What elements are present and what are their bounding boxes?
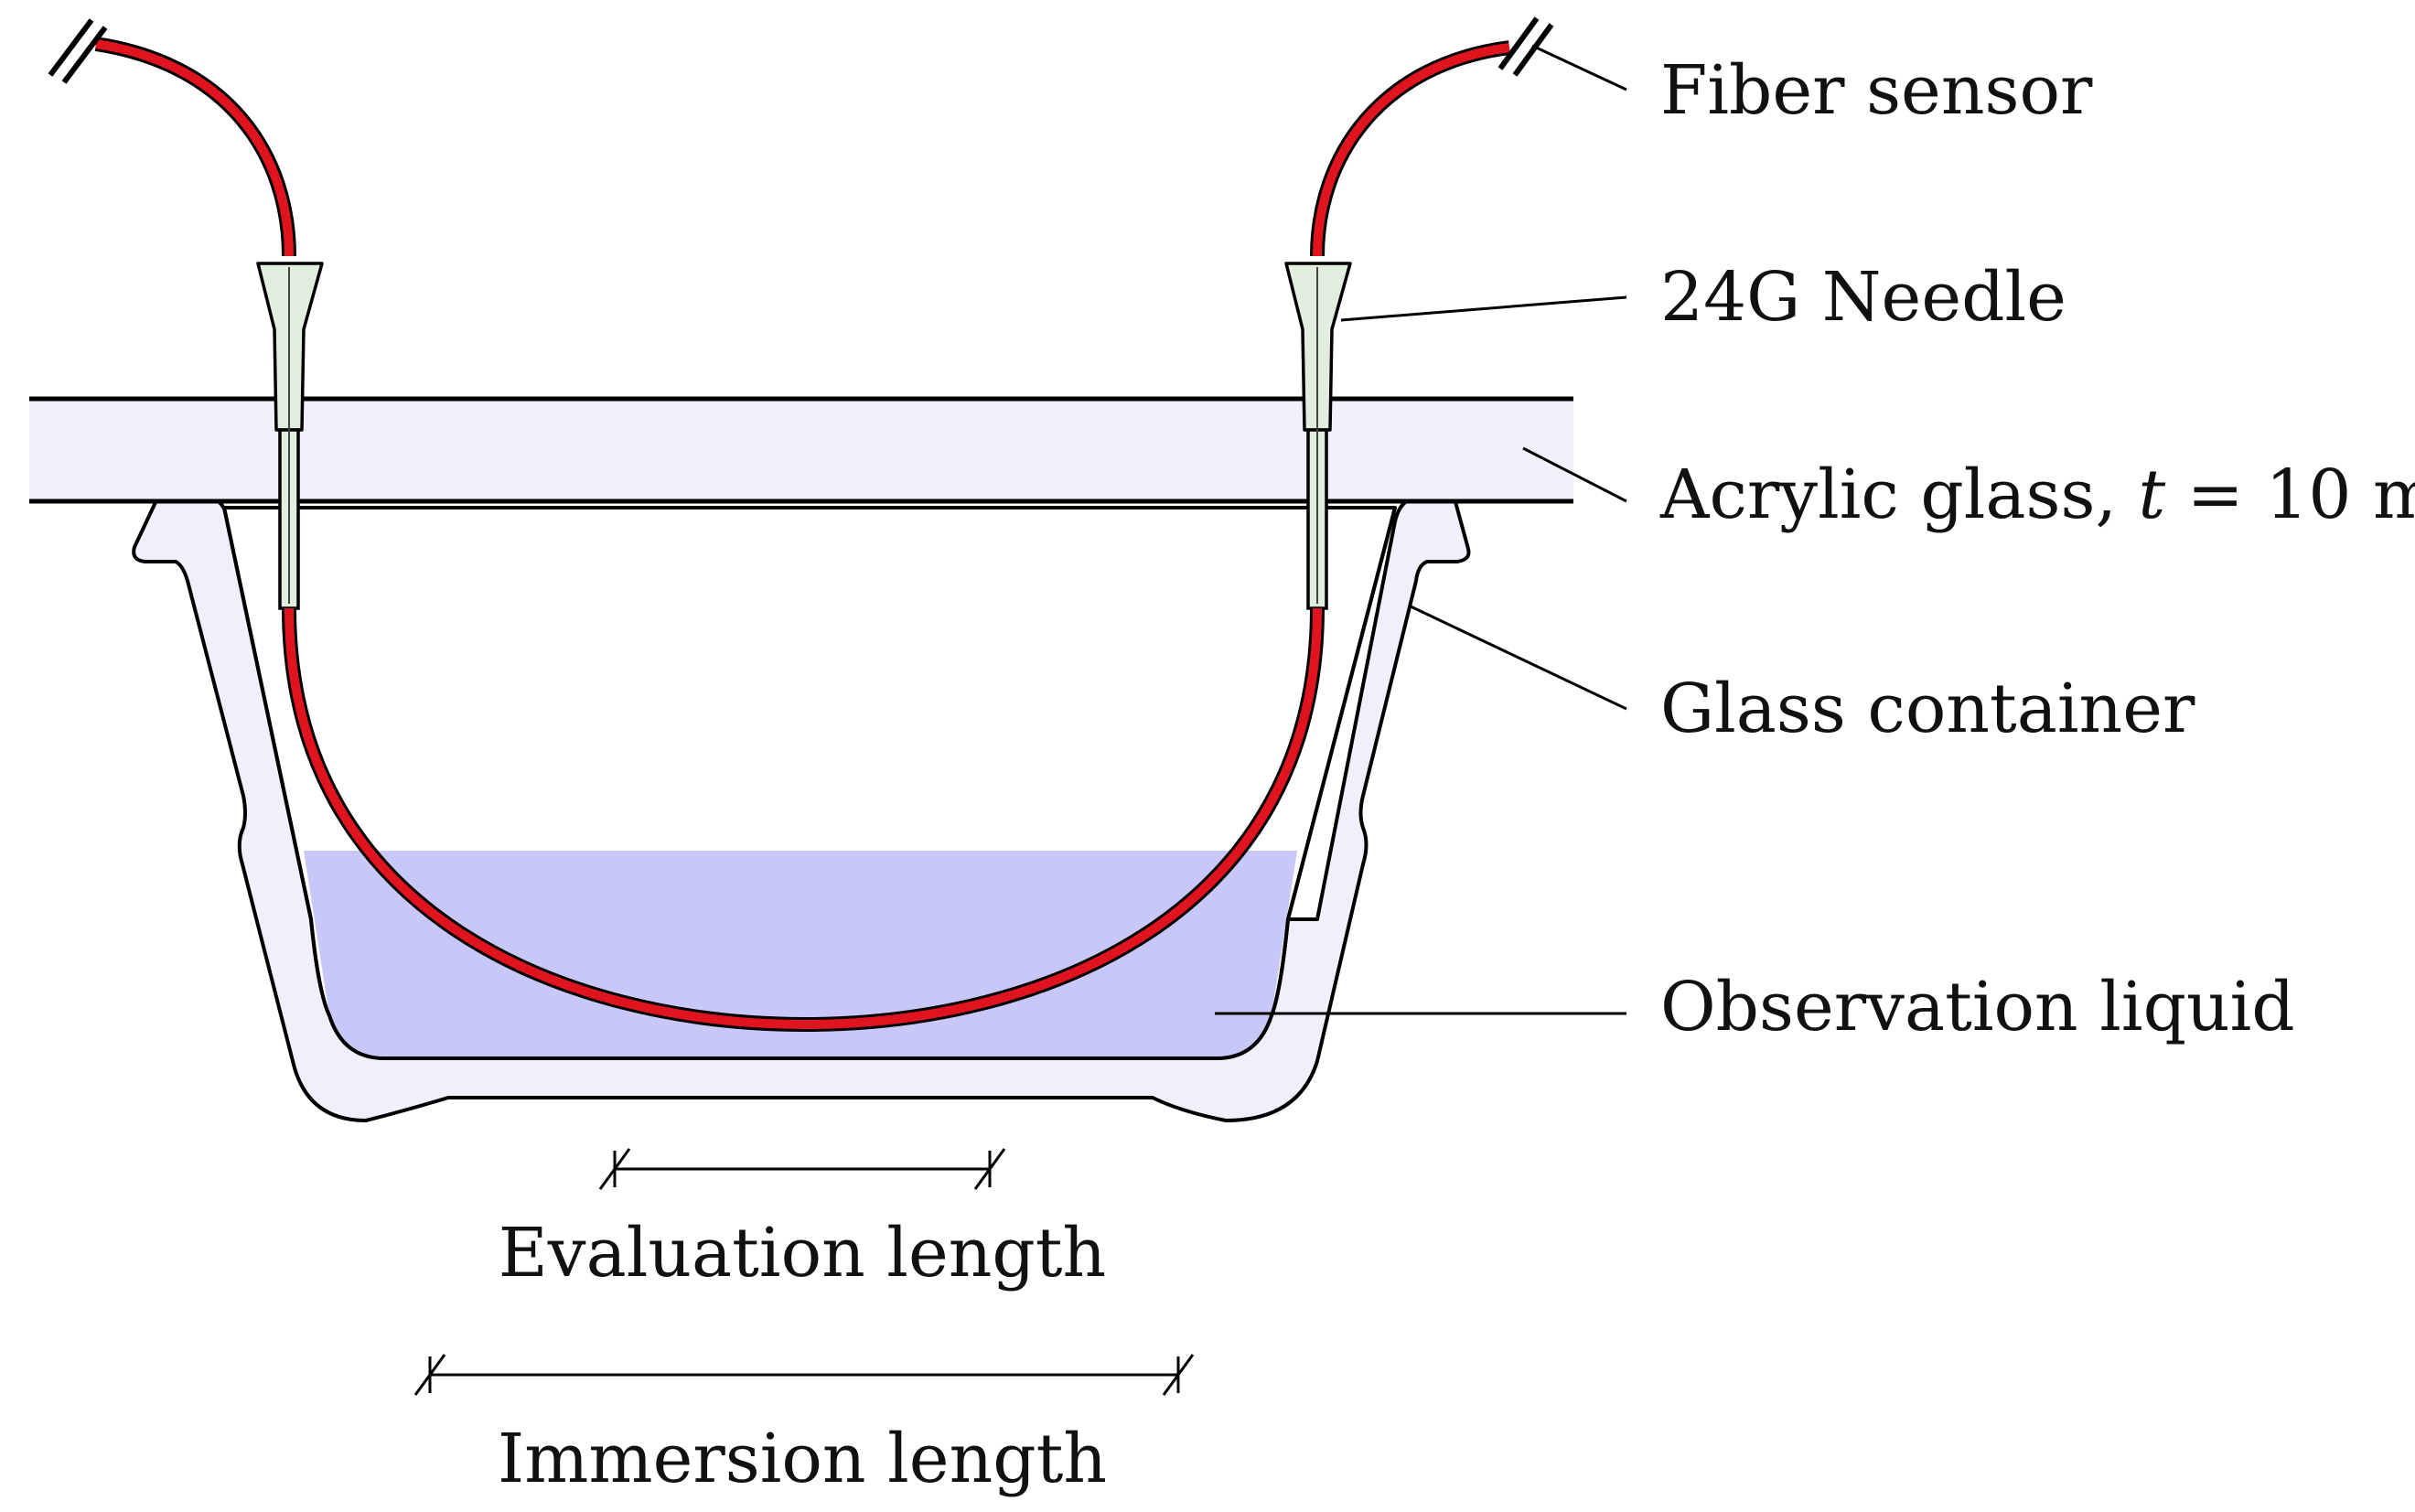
acrylic-glass-plate <box>29 399 1573 501</box>
leader-fiber-sensor <box>1531 44 1627 91</box>
label-immersion-length: Immersion length <box>498 1420 1107 1498</box>
label-fiber-sensor: Fiber sensor <box>1660 51 2093 130</box>
evaluation-length-dimension <box>598 1148 1006 1190</box>
fiber-lead-right <box>1313 43 1510 257</box>
fiber-lead-left <box>95 39 294 257</box>
fiber-sensor <box>48 16 1554 1033</box>
immersion-length-dimension <box>413 1354 1195 1396</box>
leader-glass-container <box>1408 604 1627 711</box>
label-acrylic-thickness-var: t <box>2139 456 2166 534</box>
label-acrylic-glass: Acrylic glass, t = 10 mm <box>1659 456 2415 534</box>
needle-right <box>1284 262 1352 610</box>
label-needle: 24G Needle <box>1660 258 2066 337</box>
label-acrylic-prefix: Acrylic glass, <box>1659 456 2139 534</box>
glass-container-inner-outline <box>222 507 1397 1060</box>
fiber-loop <box>284 607 1322 1030</box>
leader-needle <box>1340 295 1627 322</box>
label-glass-container: Glass container <box>1660 670 2195 748</box>
fiber-break-mark-left <box>48 18 108 84</box>
observation-liquid <box>304 851 1297 1058</box>
label-evaluation-length: Evaluation length <box>499 1214 1106 1292</box>
label-acrylic-suffix: = 10 mm <box>2165 456 2415 534</box>
label-observation-liquid: Observation liquid <box>1660 968 2295 1046</box>
fiber-break-mark-right <box>1497 16 1554 77</box>
leader-acrylic-glass <box>1522 446 1627 503</box>
